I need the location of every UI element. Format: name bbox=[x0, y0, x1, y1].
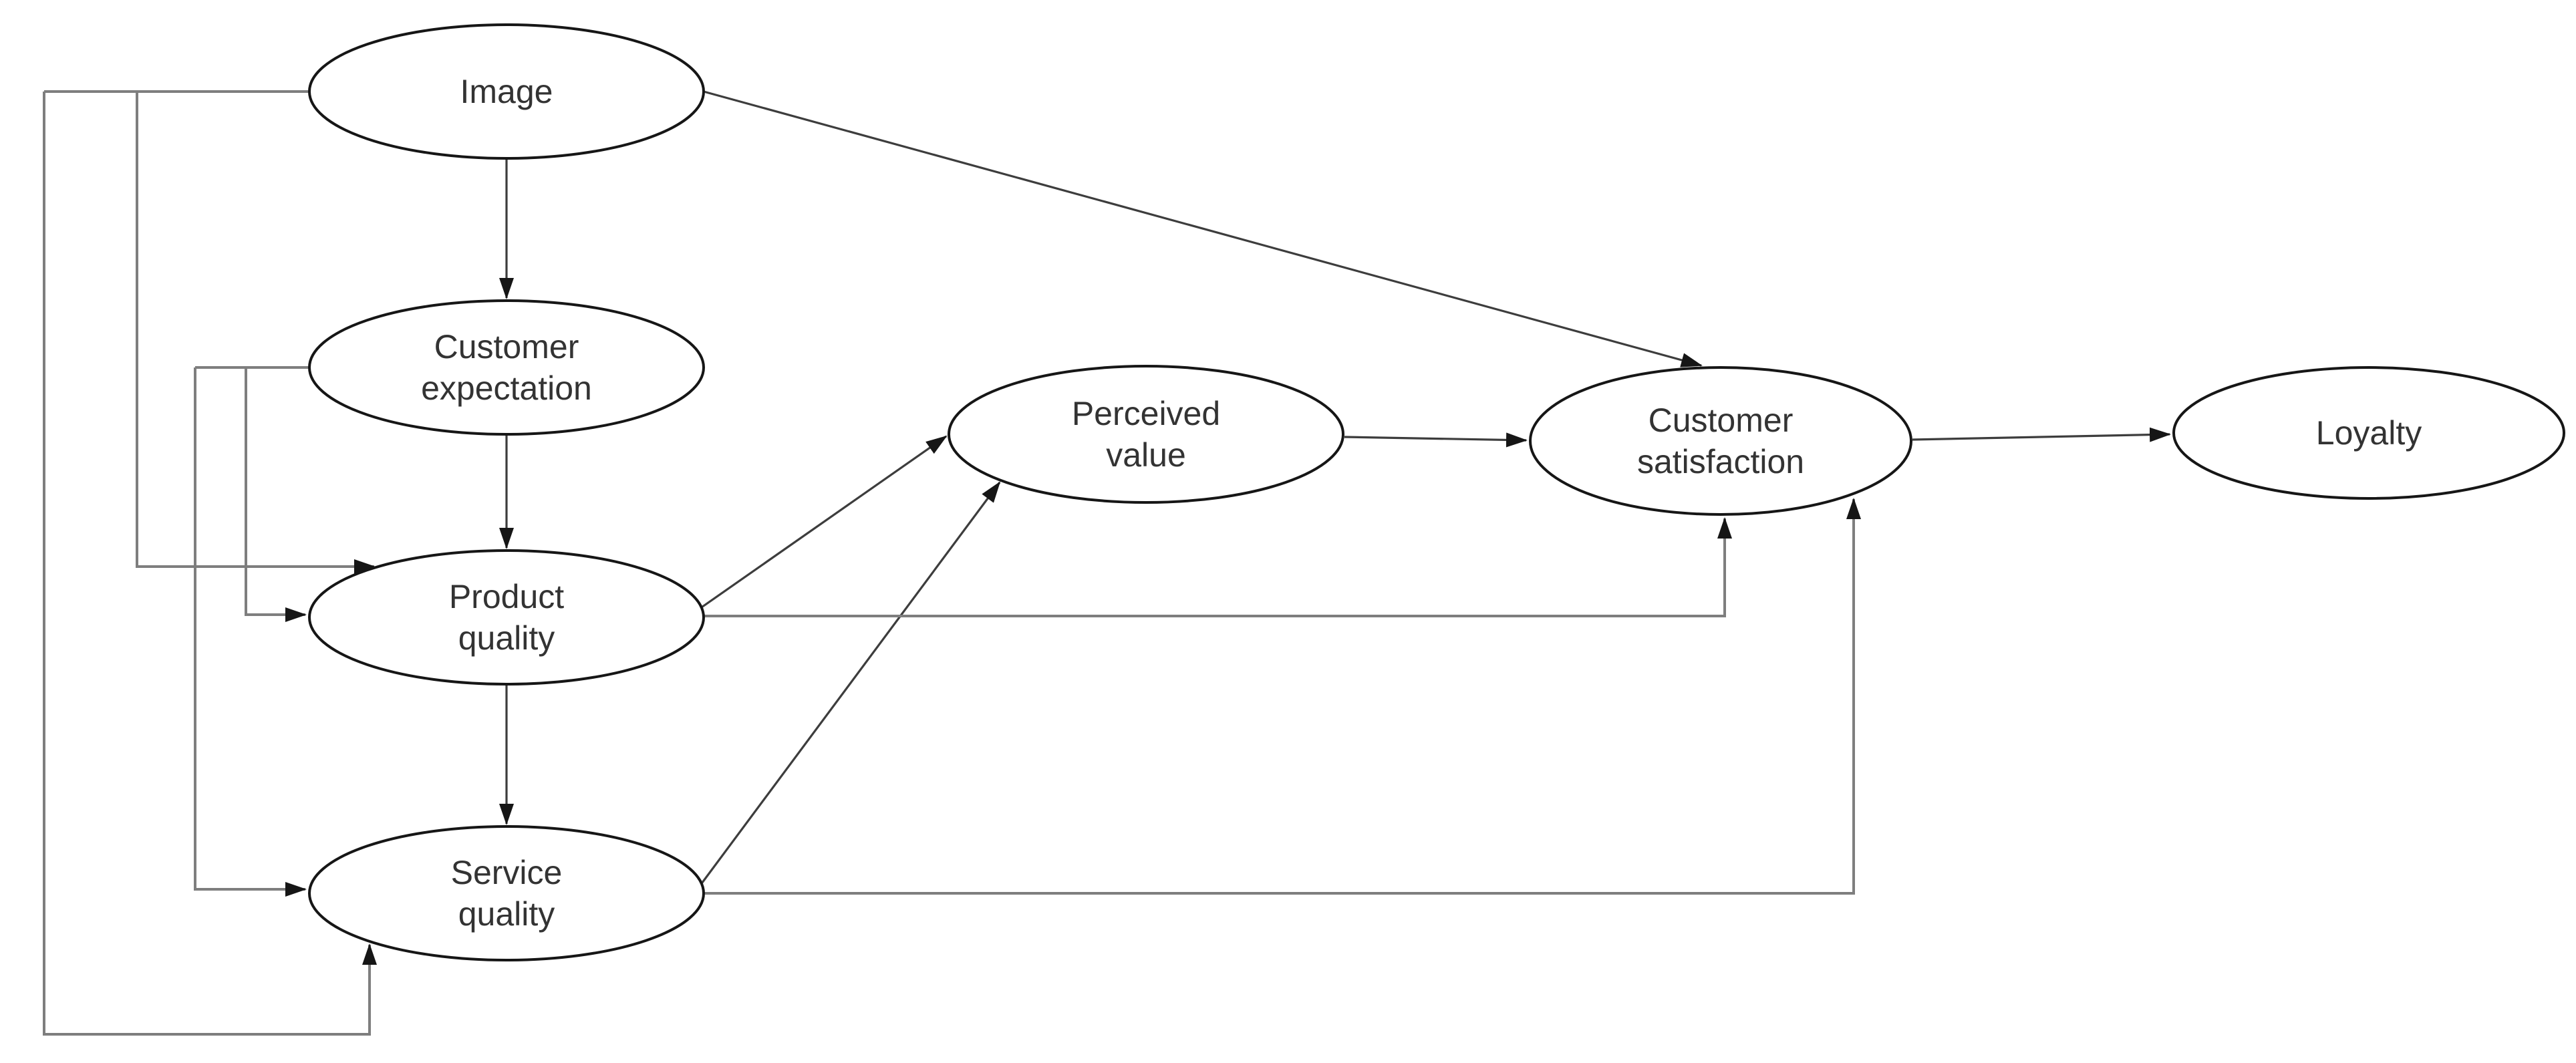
loyalty-label: Loyalty bbox=[2316, 414, 2422, 452]
edge-product-quality-to-customer-satisfaction bbox=[693, 517, 1732, 617]
edge-image-to-product-quality bbox=[136, 92, 376, 574]
edge-customer-satisfaction-to-loyalty bbox=[1912, 427, 2171, 442]
customer-satisfaction-ellipse bbox=[1529, 366, 1912, 516]
image-label: Image bbox=[460, 73, 553, 110]
image-ellipse bbox=[308, 23, 705, 160]
edge-customer-expectation-to-product-quality-left bbox=[245, 367, 307, 622]
product-quality-ellipse bbox=[308, 549, 705, 686]
edge-image-to-customer-satisfaction bbox=[703, 90, 1703, 367]
node-image: Image bbox=[308, 23, 705, 160]
loyalty-ellipse bbox=[2172, 366, 2565, 500]
node-loyalty: Loyalty bbox=[2172, 366, 2565, 500]
edge-perceived-value-to-customer-satisfaction bbox=[1344, 432, 1528, 448]
customer-expectation-ellipse bbox=[308, 299, 705, 436]
edge-service-quality-to-perceived-value bbox=[695, 481, 1001, 891]
edge-product-quality-to-perceived-value bbox=[692, 435, 948, 615]
edge-service-quality-to-customer-satisfaction bbox=[696, 498, 1861, 895]
edge-customer-expectation-to-service-quality bbox=[194, 367, 307, 897]
edge-image-to-service-quality bbox=[43, 92, 377, 1036]
service-quality-ellipse bbox=[308, 825, 705, 961]
perceived-value-ellipse bbox=[948, 365, 1344, 504]
